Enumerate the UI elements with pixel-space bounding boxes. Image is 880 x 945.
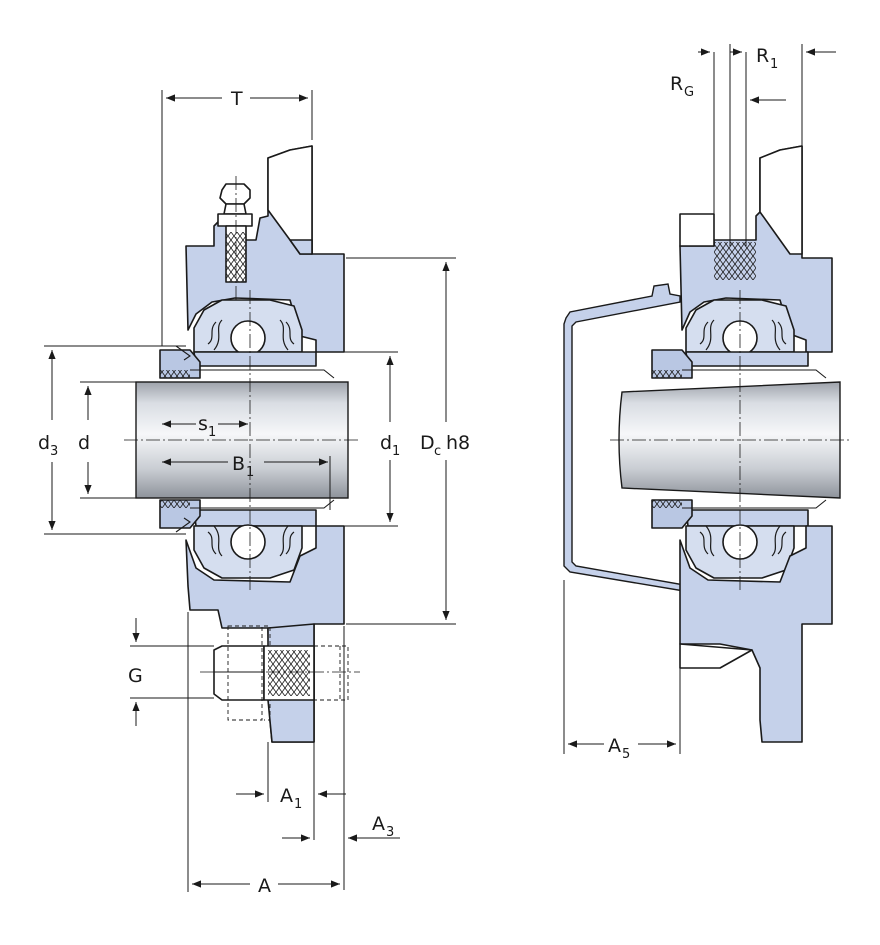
grease-thread-right xyxy=(714,242,756,280)
left-section-view: T d 3 d s 1 B 1 d 1 xyxy=(38,88,470,897)
label-RG-sub: G xyxy=(684,85,694,100)
label-A5: A xyxy=(608,735,621,757)
housing-foot-right xyxy=(679,643,753,669)
inner-ring-upper xyxy=(193,351,317,367)
label-A: A xyxy=(258,875,271,897)
label-d1: d xyxy=(380,432,392,454)
label-A1: A xyxy=(280,785,293,807)
inner-ring-lower xyxy=(193,509,317,527)
label-d3-sub: 3 xyxy=(50,444,58,459)
end-cover xyxy=(563,283,691,593)
seal-lower-left xyxy=(207,525,223,557)
collar-flange-upper xyxy=(175,345,191,361)
label-T: T xyxy=(230,88,243,110)
label-RG: R xyxy=(670,73,683,95)
sleeve-line-lower xyxy=(190,499,335,509)
ball-lower xyxy=(230,524,266,560)
sleeve-line-upper xyxy=(190,369,335,379)
label-d1-sub: 1 xyxy=(392,444,400,459)
seal-lower-right xyxy=(279,525,295,557)
ball-upper xyxy=(230,320,266,356)
label-Dc: D xyxy=(420,432,435,454)
housing-upper-rib xyxy=(289,239,313,255)
housing-boss-right xyxy=(679,213,715,247)
inner-ring-upper-right xyxy=(685,351,809,367)
right-section-view: R G R 1 A 5 xyxy=(563,44,850,762)
label-s1: s xyxy=(198,413,208,435)
label-A3: A xyxy=(372,813,385,835)
label-B1-sub: 1 xyxy=(246,465,254,480)
label-d: d xyxy=(78,432,90,454)
grease-nipple xyxy=(217,176,253,300)
label-Dc-sub: c xyxy=(434,444,441,459)
seal-upper-left xyxy=(207,319,223,351)
label-R1-sub: 1 xyxy=(770,57,778,72)
label-d3: d xyxy=(38,432,50,454)
label-G: G xyxy=(128,665,143,687)
housing-upper-back-right xyxy=(759,145,803,255)
mounting-bolt xyxy=(200,625,360,721)
label-Dc-tol: h8 xyxy=(446,432,470,454)
label-R1: R xyxy=(756,45,769,67)
seal-upper-right xyxy=(279,319,295,351)
label-B1: B xyxy=(232,453,245,475)
collar-flange-lower xyxy=(175,517,191,533)
label-A3-sub: 3 xyxy=(386,825,394,840)
label-A5-sub: 5 xyxy=(622,747,630,762)
label-A1-sub: 1 xyxy=(294,797,302,812)
label-s1-sub: 1 xyxy=(208,425,216,440)
inner-ring-lower-right xyxy=(685,509,809,527)
